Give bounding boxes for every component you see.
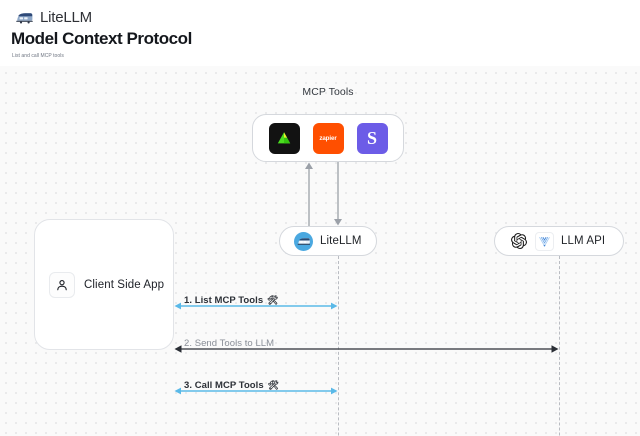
message-1-text: 1. List MCP Tools bbox=[184, 295, 264, 306]
message-2-arrow bbox=[174, 345, 559, 353]
brand: LiteLLM bbox=[14, 7, 92, 27]
brand-name: LiteLLM bbox=[40, 8, 92, 26]
message-3-arrow bbox=[174, 387, 338, 395]
lifeline-litellm bbox=[338, 256, 339, 436]
bullet-train-icon bbox=[14, 9, 34, 25]
lifeline-llm-api bbox=[559, 256, 560, 436]
mcp-tools-group[interactable]: MCP Tools zapier S bbox=[252, 86, 404, 162]
green-triangle-icon bbox=[275, 129, 293, 147]
message-1[interactable]: 1. List MCP Tools 🛠 bbox=[174, 288, 338, 312]
message-1-label: 1. List MCP Tools 🛠 bbox=[184, 295, 279, 306]
node-litellm[interactable]: LiteLLM bbox=[279, 226, 377, 256]
connector-litellm-to-mcp bbox=[303, 162, 315, 226]
message-2[interactable]: 2. Send Tools to LLM bbox=[174, 331, 559, 355]
tool-zapier[interactable]: zapier bbox=[312, 122, 344, 154]
node-llm-api-label: LLM API bbox=[561, 235, 606, 247]
letter-s-icon: S bbox=[366, 128, 377, 148]
connector-mcp-to-litellm bbox=[332, 162, 344, 226]
message-3[interactable]: 3. Call MCP Tools 🛠 bbox=[174, 373, 338, 397]
page-subtitle: List and call MCP tools bbox=[12, 53, 64, 59]
page-title: Model Context Protocol bbox=[11, 29, 192, 48]
litellm-avatar-icon bbox=[294, 231, 313, 251]
diagram-canvas[interactable]: MCP Tools zapier S bbox=[0, 66, 640, 436]
anthropic-icon bbox=[535, 231, 554, 251]
hammer-and-wrench-icon: 🛠 bbox=[267, 380, 280, 390]
node-litellm-label: LiteLLM bbox=[320, 235, 362, 247]
mcp-tools-label: MCP Tools bbox=[302, 86, 354, 98]
node-llm-api[interactable]: LLM API bbox=[494, 226, 625, 256]
tool-triangle[interactable] bbox=[268, 122, 300, 154]
message-1-arrow bbox=[174, 302, 338, 310]
message-2-text: 2. Send Tools to LLM bbox=[184, 338, 275, 349]
node-client-side-app-label: Client Side App bbox=[84, 278, 165, 291]
message-2-label: 2. Send Tools to LLM bbox=[184, 338, 274, 349]
openai-icon bbox=[509, 232, 528, 251]
message-3-text: 3. Call MCP Tools bbox=[184, 380, 264, 391]
hammer-and-wrench-icon: 🛠 bbox=[267, 295, 279, 305]
zapier-icon: zapier bbox=[319, 134, 337, 142]
message-3-label: 3. Call MCP Tools 🛠 bbox=[184, 380, 279, 391]
node-client-side-app[interactable]: Client Side App bbox=[34, 219, 174, 350]
tool-s[interactable]: S bbox=[356, 122, 388, 154]
person-icon bbox=[49, 271, 75, 298]
